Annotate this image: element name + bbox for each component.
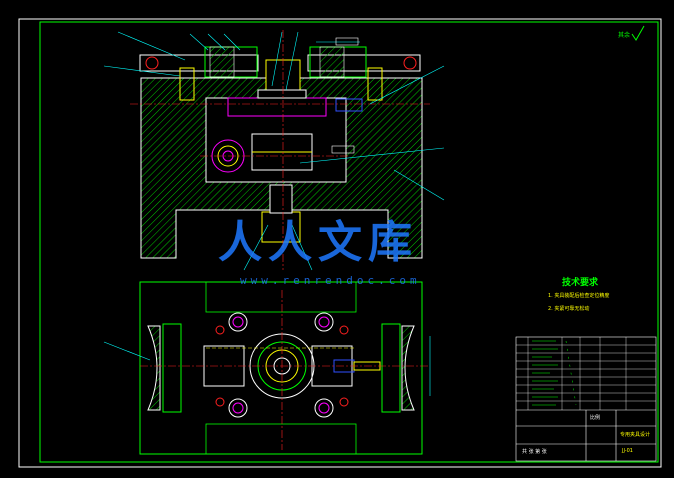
inner-frame [39, 21, 659, 463]
front-view [103, 30, 445, 271]
lower-nut [261, 211, 301, 243]
surface-finish-icon [631, 25, 645, 41]
outer-frame [18, 18, 662, 468]
title-block-sheet: 共 张 第 张 [522, 449, 547, 455]
tech-requirements-title: 技术要求 [562, 278, 599, 288]
tech-requirement-2: 2. 夹紧可靠无松动 [548, 306, 590, 312]
title-block-drawing-no: JJ-01 [622, 448, 633, 454]
title-block [515, 336, 657, 462]
tech-requirement-1: 1. 夹具装配后检查定位精度 [548, 293, 610, 299]
title-block-scale: 比例 [590, 415, 601, 421]
surface-finish-label: 其余 [618, 32, 631, 39]
top-view [103, 281, 431, 455]
title-block-name: 专用夹具设计 [620, 432, 651, 438]
